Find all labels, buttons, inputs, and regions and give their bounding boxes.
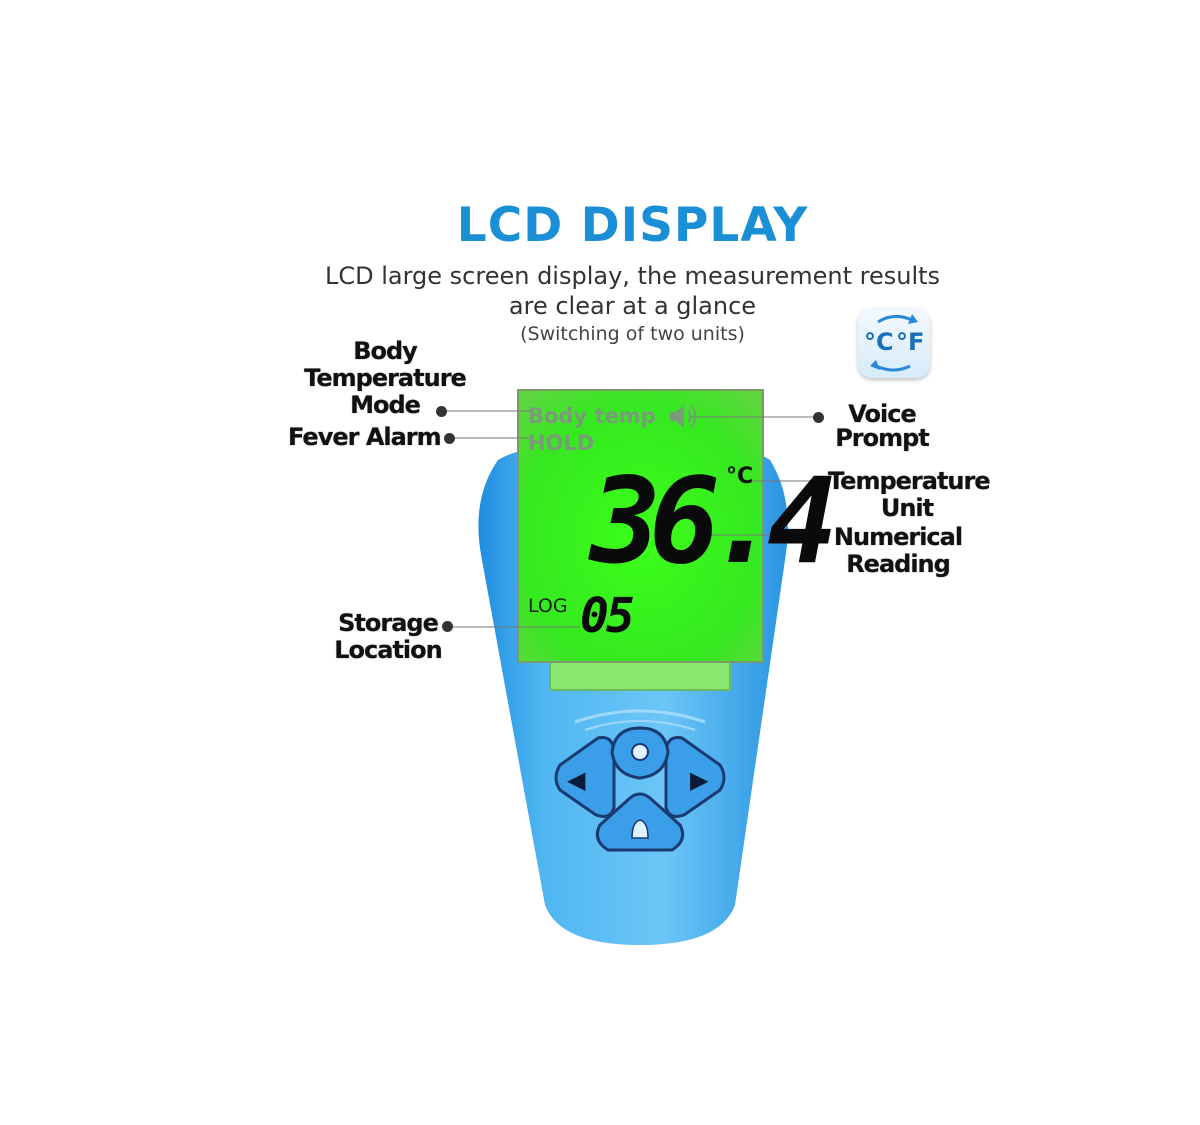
callout-dot — [442, 621, 453, 632]
callout-storage: Storage Location — [332, 610, 444, 664]
lcd-log-label: LOG — [528, 595, 568, 617]
speaker-icon — [670, 405, 696, 428]
backlight-icon — [631, 743, 649, 761]
callout-reading-line1: Numerical — [833, 523, 963, 551]
lcd-mode-text: Body temp — [528, 404, 656, 428]
callout-fever-alarm: Fever Alarm — [288, 423, 442, 451]
lcd-log-number: 05 — [580, 588, 635, 644]
callout-voice-line2: Prompt — [835, 424, 930, 452]
backlight-button[interactable] — [610, 726, 670, 780]
celsius-label: °C — [864, 328, 894, 356]
callout-unit-line2: Unit — [880, 494, 934, 522]
callout-unit: Temperature Unit — [828, 467, 991, 522]
callout-dot — [444, 433, 455, 444]
unit-switch-icon: °C °F — [858, 308, 930, 378]
callout-dot — [813, 412, 824, 423]
callout-unit-line1: Temperature — [828, 467, 991, 495]
callout-body-mode: Body Temperature Mode — [300, 338, 470, 419]
callout-storage-line1: Storage — [338, 609, 439, 637]
left-arrow-icon: ◀ — [567, 767, 586, 794]
callout-body-mode-line1: Body — [353, 337, 418, 365]
callout-body-mode-line3: Mode — [350, 391, 421, 419]
callout-storage-line2: Location — [334, 636, 442, 664]
callout-dot — [817, 530, 828, 541]
fahrenheit-label: °F — [896, 328, 925, 356]
subtitle-line-3: (Switching of two units) — [520, 323, 745, 345]
callout-dot — [436, 406, 447, 417]
lcd-hold-text: HOLD — [528, 431, 595, 455]
callout-dot — [813, 476, 824, 487]
lcd-unit: °C — [726, 464, 754, 489]
callout-reading-line2: Reading — [846, 550, 951, 578]
right-arrow-button[interactable] — [664, 736, 726, 818]
right-arrow-icon: ▶ — [690, 767, 709, 794]
refresh-arrows-icon — [870, 314, 918, 372]
callout-body-mode-line2: Temperature — [304, 364, 467, 392]
bell-icon — [631, 819, 649, 839]
subtitle-line-2: are clear at a glance — [508, 292, 757, 320]
page-title: LCD DISPLAY — [456, 198, 809, 253]
measure-button[interactable] — [595, 792, 685, 852]
lcd-reading: 36.4 — [590, 452, 838, 590]
left-arrow-button[interactable] — [554, 736, 616, 818]
callout-reading: Numerical Reading — [832, 524, 964, 578]
callout-voice-line1: Voice — [848, 400, 916, 428]
subtitle-line-1: LCD large screen display, the measuremen… — [324, 262, 941, 290]
callout-voice: Voice Prompt — [832, 402, 932, 450]
